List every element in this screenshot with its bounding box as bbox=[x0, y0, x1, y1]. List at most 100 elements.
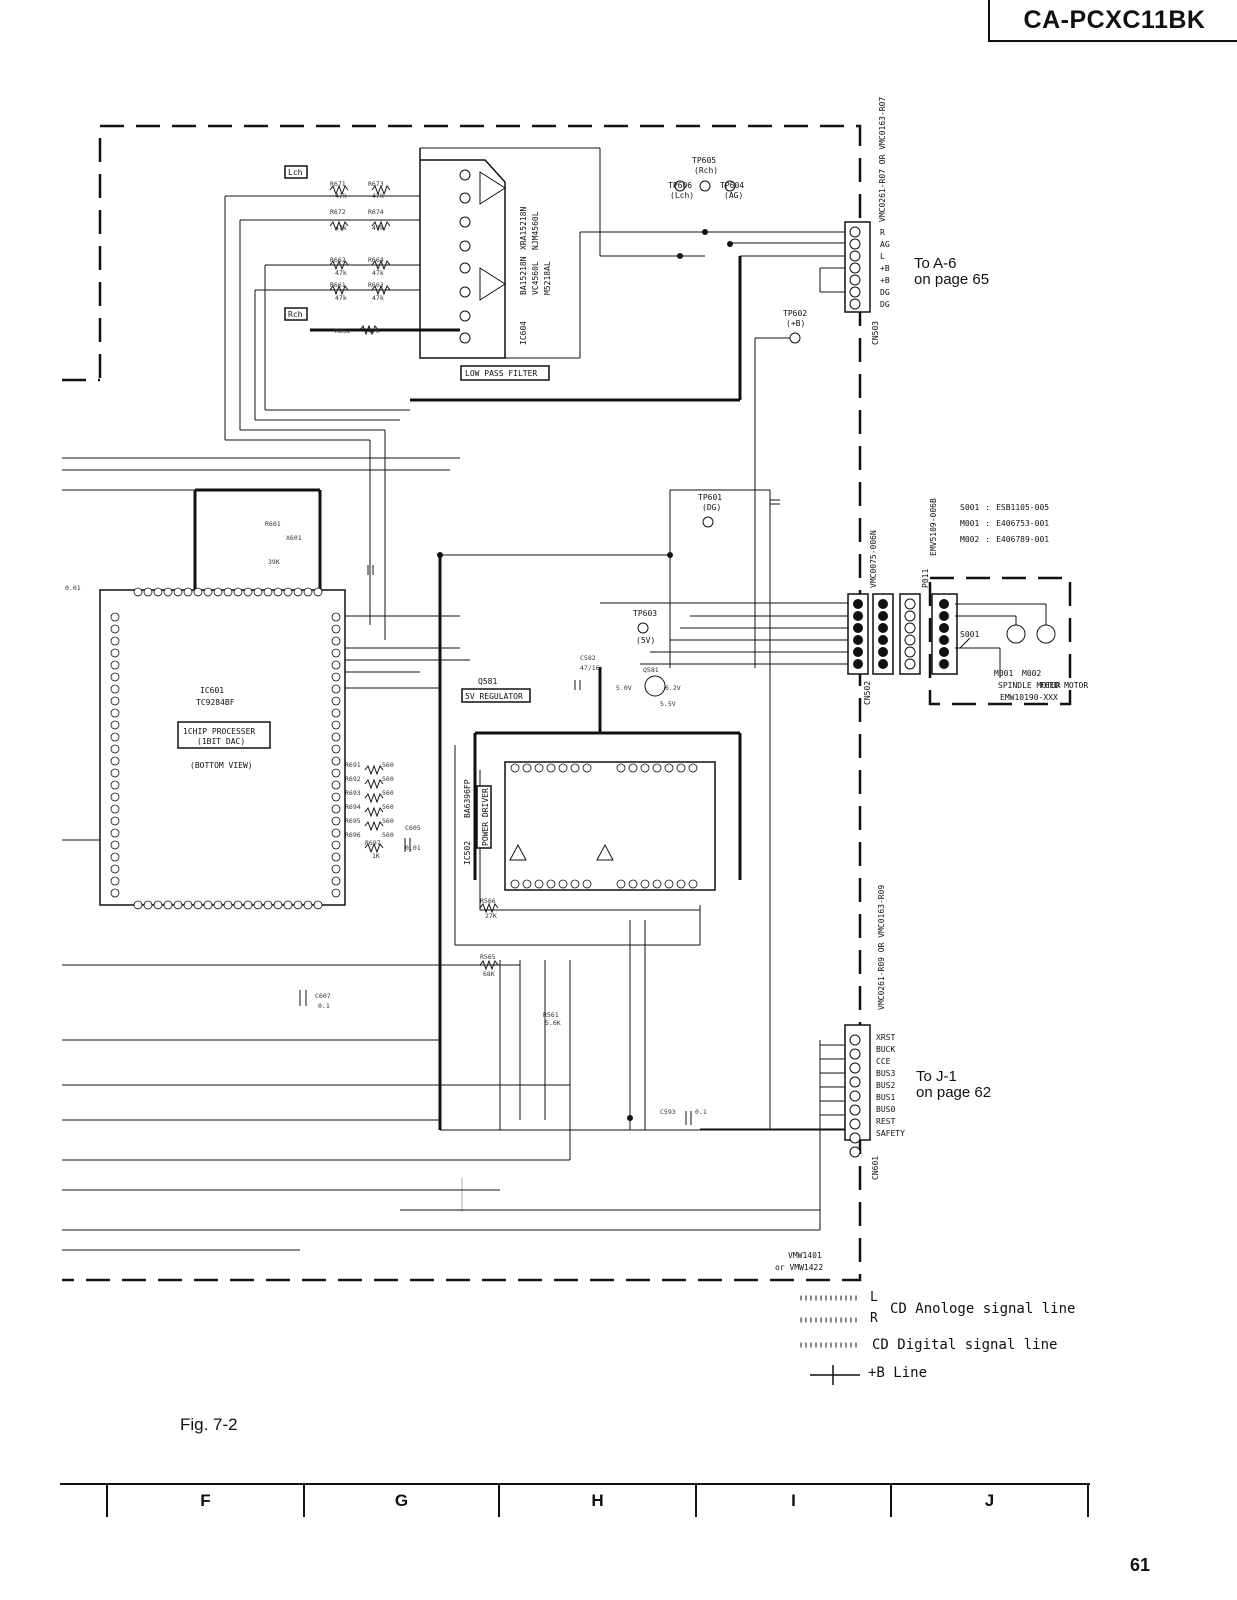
svg-text:R672: R672 bbox=[330, 208, 346, 216]
ic604-part-4: M5218AL bbox=[543, 261, 552, 295]
svg-text:0.1: 0.1 bbox=[695, 1108, 707, 1116]
svg-text:560: 560 bbox=[382, 789, 394, 797]
ic604-part-2: VC4560L bbox=[531, 261, 540, 295]
ic601-part: TC9284BF bbox=[196, 698, 235, 707]
ic604-body bbox=[419, 148, 506, 359]
cn503-part: VMC0261-R07 OR VMC0163-R07 bbox=[878, 97, 887, 222]
legend-plusb: +B Line bbox=[868, 1365, 927, 1381]
cn601-pin-8: REST bbox=[876, 1117, 895, 1126]
cn601-pin-2: BUCK bbox=[876, 1045, 895, 1054]
cn503-pin-1: R bbox=[880, 228, 885, 237]
svg-text:R673: R673 bbox=[368, 180, 384, 188]
grid-divider bbox=[695, 1485, 697, 1517]
switch-s001: S001 bbox=[960, 630, 979, 639]
svg-text:R601: R601 bbox=[265, 520, 281, 528]
ic502-function: POWER DRIVER bbox=[481, 788, 490, 846]
tp601-ref: TP601 bbox=[698, 493, 722, 502]
legend-analog-label: CD Anologe signal line bbox=[890, 1301, 1076, 1317]
svg-text:1K: 1K bbox=[372, 852, 380, 860]
svg-text:0.01: 0.01 bbox=[405, 844, 421, 852]
tp602-ref: TP602 bbox=[783, 309, 807, 318]
cn503-pin-5: +B bbox=[880, 276, 890, 285]
svg-text:C607: C607 bbox=[315, 992, 331, 1000]
svg-text:R662: R662 bbox=[330, 256, 346, 264]
svg-text:R565: R565 bbox=[480, 953, 496, 961]
figure-label: Fig. 7-2 bbox=[180, 1415, 238, 1434]
svg-text:5.5V: 5.5V bbox=[660, 700, 676, 708]
tp602-label: (+B) bbox=[786, 319, 805, 328]
svg-text:R691: R691 bbox=[345, 761, 361, 769]
cn601-pin-1: XRST bbox=[876, 1033, 895, 1042]
lch-label: Lch bbox=[288, 168, 303, 177]
svg-text:C605: C605 bbox=[405, 824, 421, 832]
grid-divider bbox=[1087, 1485, 1089, 1517]
svg-text:47k: 47k bbox=[335, 294, 347, 302]
cn601-pin-6: BUS1 bbox=[876, 1093, 895, 1102]
grid-column-f: F bbox=[200, 1491, 211, 1510]
motor-unit-boundary bbox=[928, 576, 1072, 706]
ic604-part-0: BA15218N bbox=[519, 256, 528, 295]
svg-text:X601: X601 bbox=[286, 534, 302, 542]
svg-text:R561: R561 bbox=[543, 1011, 559, 1019]
document-title: CA-PCXC11BK bbox=[988, 0, 1237, 42]
ic604-ref: IC604 bbox=[519, 321, 528, 345]
spindle-motor-label: SPINDLE MOTOR bbox=[998, 681, 1061, 690]
lpf-label-box bbox=[460, 365, 550, 381]
q581-label-box bbox=[461, 688, 531, 703]
to-a6-page: on page 65 bbox=[914, 271, 990, 288]
svg-text:6.2V: 6.2V bbox=[665, 684, 681, 692]
lpf-label: LOW PASS FILTER bbox=[465, 369, 537, 378]
svg-text:R692: R692 bbox=[345, 775, 361, 783]
svg-text:C582: C582 bbox=[580, 654, 596, 662]
tp606-label: (Lch) bbox=[670, 191, 694, 200]
board-boundary bbox=[62, 124, 862, 1282]
cn502-body-b bbox=[872, 593, 894, 675]
cn503-pin-2: AG bbox=[880, 240, 890, 249]
svg-text:27K: 27K bbox=[485, 912, 497, 920]
svg-text:47k: 47k bbox=[372, 269, 384, 277]
grid-divider bbox=[106, 1485, 108, 1517]
svg-text:R661: R661 bbox=[330, 281, 346, 289]
svg-text:R671: R671 bbox=[330, 180, 346, 188]
page-number: 61 bbox=[1130, 1555, 1151, 1575]
svg-text:560: 560 bbox=[382, 817, 394, 825]
rch-box bbox=[284, 307, 308, 321]
svg-text:47/16: 47/16 bbox=[580, 664, 600, 672]
ic601-label-box bbox=[177, 721, 271, 749]
grid-column-h: H bbox=[591, 1491, 604, 1510]
cn601-pin-4: BUS3 bbox=[876, 1069, 895, 1078]
p011-ref: P011 bbox=[921, 569, 930, 588]
tp601-label: (DG) bbox=[702, 503, 721, 512]
grid-divider bbox=[498, 1485, 500, 1517]
tp604-label: (AG) bbox=[724, 191, 743, 200]
cn503-pin-7: DG bbox=[880, 300, 890, 309]
cn601-pin-5: BUS2 bbox=[876, 1081, 895, 1090]
motor-m002: M002 bbox=[1022, 669, 1041, 678]
board-ref-1: VMW1401 bbox=[788, 1251, 822, 1260]
svg-text:560: 560 bbox=[382, 775, 394, 783]
ic601-view: (BOTTOM VIEW) bbox=[190, 761, 253, 770]
svg-text:R652: R652 bbox=[335, 327, 351, 335]
svg-text:R693: R693 bbox=[345, 789, 361, 797]
legend-digital-label: CD Digital signal line bbox=[872, 1337, 1058, 1353]
svg-text:R697: R697 bbox=[365, 839, 381, 847]
svg-text:47k: 47k bbox=[368, 327, 380, 335]
cn601-pin-9: SAFETY bbox=[876, 1129, 905, 1138]
cn502-part: VMC0075-006N bbox=[869, 530, 878, 588]
svg-text:39K: 39K bbox=[268, 558, 280, 566]
ic502-part: BA6396FP bbox=[463, 779, 472, 818]
svg-text:R694: R694 bbox=[345, 803, 361, 811]
svg-text:47k: 47k bbox=[372, 192, 384, 200]
to-j1-label: To J-1 bbox=[916, 1068, 957, 1085]
grid-column-i: I bbox=[791, 1491, 796, 1510]
grid-divider bbox=[890, 1485, 892, 1517]
svg-text:560: 560 bbox=[382, 761, 394, 769]
rch-label: Rch bbox=[288, 310, 303, 319]
motor-assembly: EMW10190-XXX bbox=[1000, 693, 1058, 702]
cn601-part: VMC0261-R09 OR VMC0163-R09 bbox=[877, 885, 886, 1010]
motor-part-m001: M001:E406753-001 bbox=[960, 519, 1049, 528]
q581-ref: Q581 bbox=[478, 677, 497, 686]
svg-text:560: 560 bbox=[382, 831, 394, 839]
svg-text:0.1: 0.1 bbox=[318, 1002, 330, 1010]
grid-divider bbox=[303, 1485, 305, 1517]
